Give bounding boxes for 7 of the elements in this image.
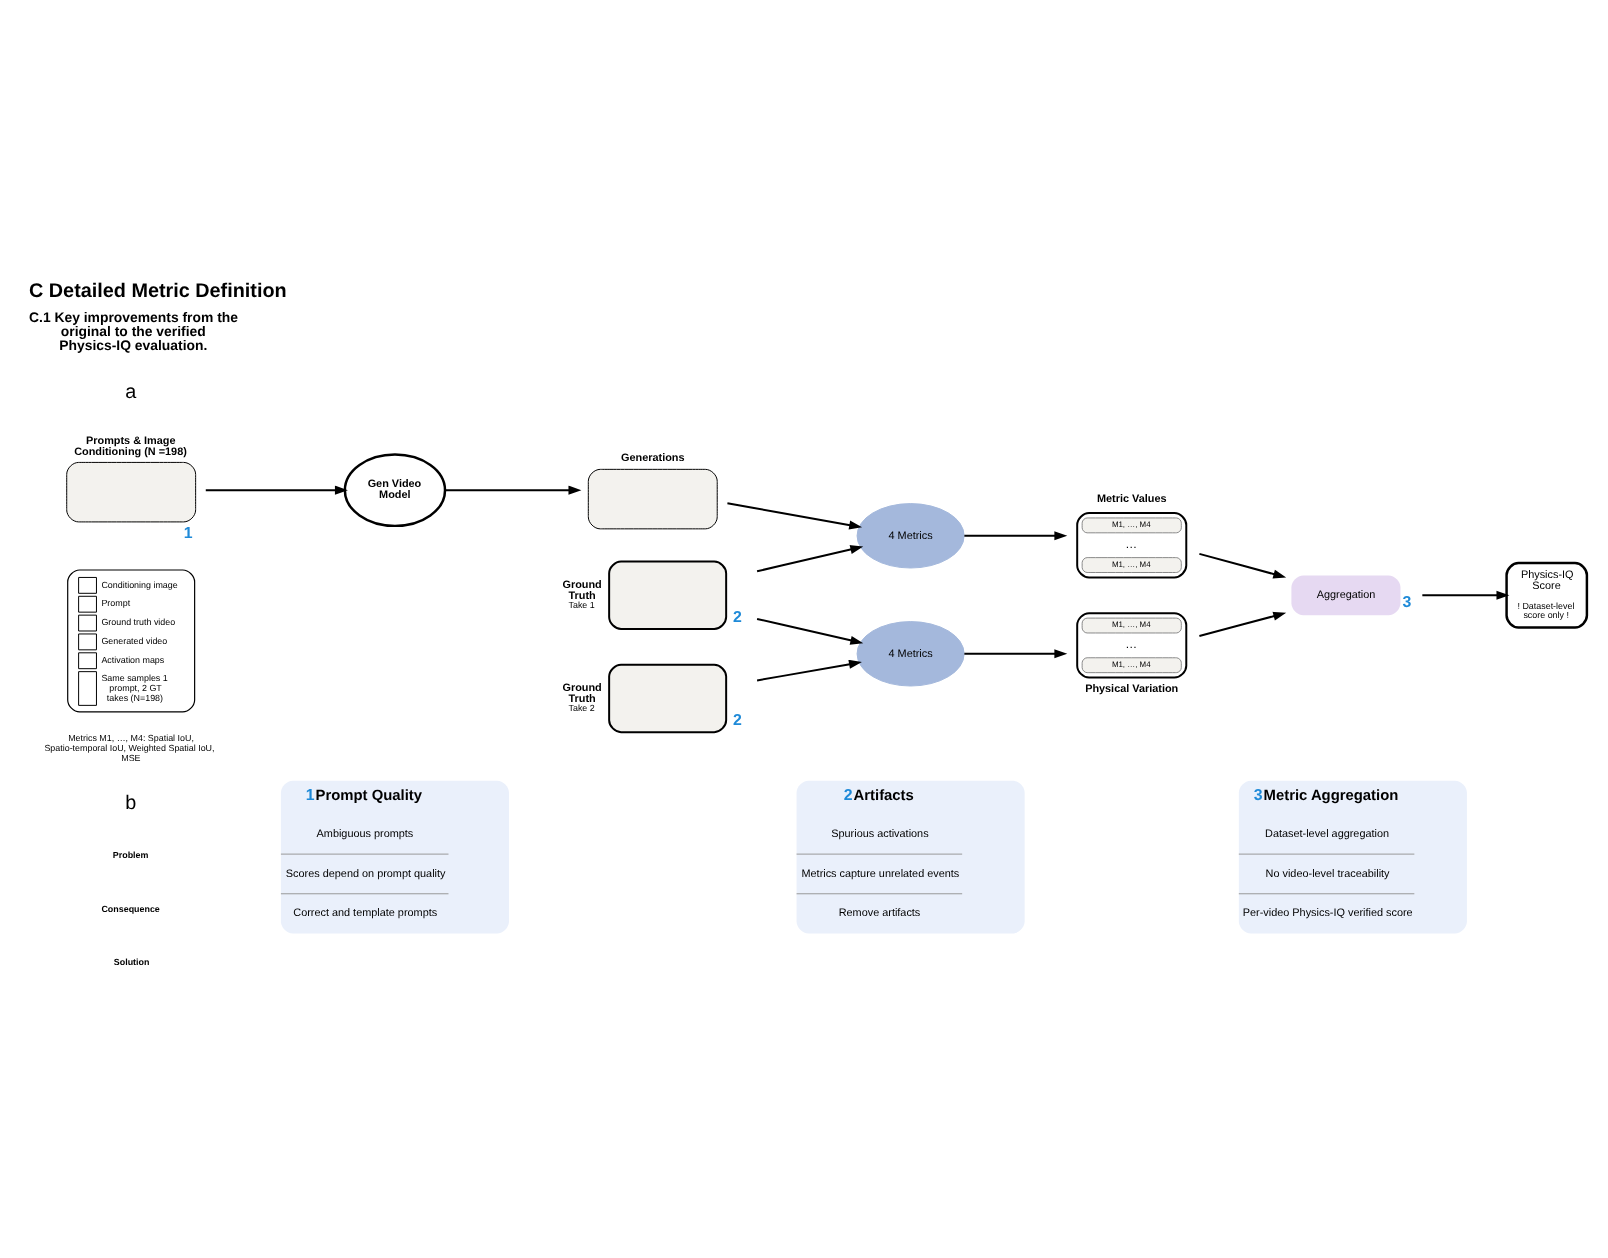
label: a bbox=[125, 380, 137, 403]
node-label: 2 bbox=[733, 710, 742, 728]
label: b bbox=[125, 791, 137, 814]
node-label: 1 bbox=[183, 522, 193, 541]
diagram-title: C Detailed Metric Definition bbox=[29, 279, 287, 302]
node-label: 3 bbox=[1402, 591, 1412, 610]
node-label: 2 bbox=[733, 606, 742, 625]
